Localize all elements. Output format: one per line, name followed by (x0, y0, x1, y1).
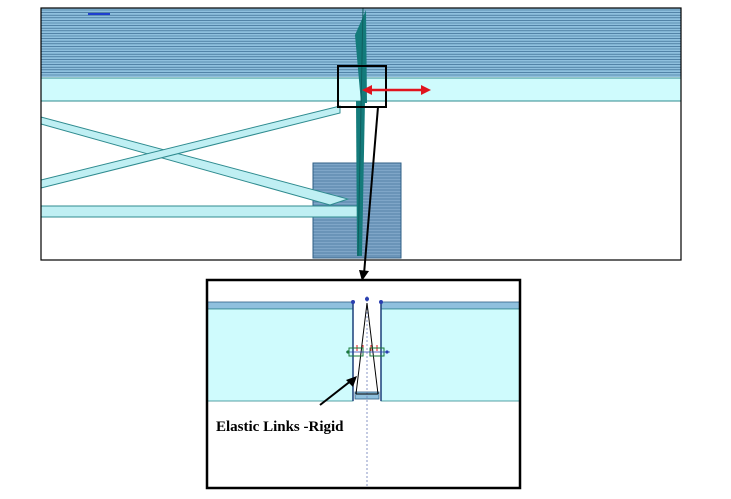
model-view-frame (40, 7, 682, 261)
column-upper (355, 10, 367, 103)
deck-mark (88, 13, 110, 15)
elastic-links-label: Elastic Links -Rigid (216, 419, 344, 435)
local-axis-markers (346, 345, 390, 357)
detail-left-girder (206, 308, 354, 402)
column-centerline (357, 7, 364, 257)
detail-view-frame (205, 278, 522, 490)
horizontal-brace (40, 205, 359, 218)
node-point (365, 297, 369, 301)
detail-zoom-view: Elastic Links -Rigid (205, 278, 522, 490)
callout-connector (359, 106, 379, 281)
column-lower (356, 101, 365, 256)
detail-left-flange (206, 301, 354, 310)
detail-selection-box (337, 65, 387, 108)
global-model-view (40, 7, 682, 261)
label-pointer-arrow (319, 376, 357, 406)
detail-right-flange (380, 301, 521, 310)
detail-right-girder (380, 308, 521, 402)
movement-double-arrow (362, 85, 431, 95)
node-point (379, 300, 383, 304)
node-point (351, 300, 355, 304)
